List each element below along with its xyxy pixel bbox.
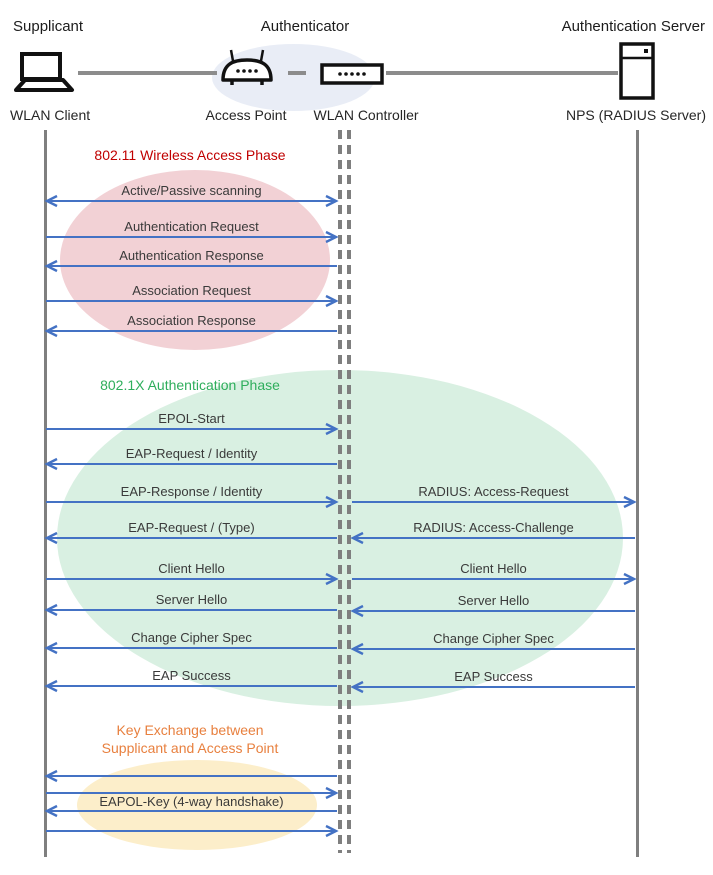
message-arrow-left (44, 679, 337, 693)
message-label: Client Hello (158, 561, 225, 576)
message-arrow-left (350, 531, 635, 545)
device-label-wlan-controller: WLAN Controller (313, 107, 419, 123)
message-label: RADIUS: Access-Request (418, 484, 569, 499)
message-label: Change Cipher Spec (433, 631, 554, 646)
message-arrow-left (44, 804, 337, 818)
connector-line-controller-server (386, 71, 618, 75)
message-label: Server Hello (457, 593, 530, 608)
message-label: Change Cipher Spec (131, 630, 252, 645)
message-arrow-right (46, 495, 339, 509)
role-title-authenticator: Authenticator (260, 18, 350, 35)
message-arrow-right (46, 422, 339, 436)
message-arrow-right (46, 786, 339, 800)
phase-title-wireless-access: 802.11 Wireless Access Phase (94, 147, 286, 163)
message-arrow-left (350, 642, 635, 656)
message-arrow-right (46, 230, 339, 244)
message-label: EAP-Response / Identity (120, 484, 263, 499)
role-title-authentication-server: Authentication Server (561, 18, 705, 35)
message-arrow-left (44, 641, 337, 655)
device-label-nps-radius-server: NPS (RADIUS Server) (565, 107, 707, 123)
laptop-icon (14, 52, 74, 92)
message-arrow-left (44, 769, 337, 783)
message-arrow-left (44, 603, 337, 617)
message-arrow-left (44, 324, 337, 338)
message-arrow-left (350, 680, 635, 694)
access-point-icon (221, 49, 273, 85)
message-label: EAPOL-Key (4-way handshake) (99, 794, 284, 809)
lifeline-access-point-dashed (338, 130, 342, 853)
message-label: EAP-Request / (Type) (128, 520, 255, 535)
message-arrow-left (44, 531, 337, 545)
connector-dash-ap-controller (288, 71, 306, 75)
message-arrow-right (46, 824, 339, 838)
message-label: Association Response (127, 313, 256, 328)
lifeline-supplicant (44, 130, 47, 857)
lifeline-authentication-server (636, 130, 639, 857)
message-label: Client Hello (460, 561, 527, 576)
message-label: Association Request (132, 283, 251, 298)
role-title-supplicant: Supplicant (13, 18, 84, 35)
phase-title-dot1x-authentication: 802.1X Authentication Phase (100, 377, 280, 393)
lifeline-wlan-controller-dashed (347, 130, 351, 853)
device-label-wlan-client: WLAN Client (10, 107, 91, 123)
message-label: EAP Success (454, 669, 533, 684)
message-arrow-right (46, 294, 339, 308)
message-label: Server Hello (155, 592, 228, 607)
message-label: Authentication Response (119, 248, 264, 263)
message-label: EAP-Request / Identity (125, 446, 258, 461)
message-label: EPOL-Start (158, 411, 225, 426)
message-arrow-left (44, 259, 337, 273)
message-arrow-right (352, 572, 637, 586)
server-icon (619, 42, 655, 100)
message-label: EAP Success (152, 668, 231, 683)
message-arrow-left (44, 457, 337, 471)
message-arrow-right (46, 572, 339, 586)
connector-line-client-ap (78, 71, 217, 75)
message-arrow-both (44, 194, 339, 208)
device-label-access-point: Access Point (205, 107, 287, 123)
message-arrow-left (350, 604, 635, 618)
phase-title-key-exchange: Key Exchange between Supplicant and Acce… (101, 722, 279, 756)
message-label: Authentication Request (124, 219, 259, 234)
message-label: Active/Passive scanning (121, 183, 262, 198)
message-label: RADIUS: Access-Challenge (413, 520, 574, 535)
wlan-controller-icon (320, 63, 384, 85)
message-arrow-right (352, 495, 637, 509)
